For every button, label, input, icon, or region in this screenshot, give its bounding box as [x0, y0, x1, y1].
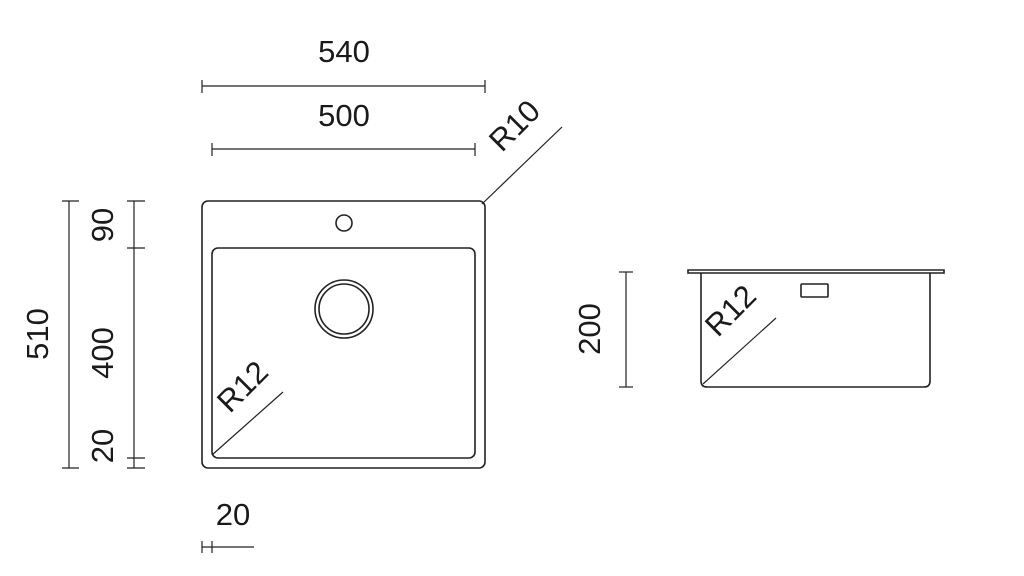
drain-outer: [314, 279, 374, 339]
dimension-height-segments: 90 400 20: [85, 200, 145, 469]
label-radius-side-view: R12: [698, 278, 763, 343]
dimension-width-500: 500: [211, 98, 476, 156]
label-radius-inner-top-view: R12: [210, 354, 275, 419]
label-segment-bottom: 20: [85, 429, 120, 463]
drain-inner: [318, 283, 370, 335]
label-depth: 200: [572, 303, 607, 355]
r12-leader-top-view: [211, 391, 284, 456]
sink-outer-outline: [201, 200, 486, 469]
dimension-radius-r10: R10: [481, 93, 563, 205]
side-rim: [687, 269, 945, 274]
side-view: R12: [687, 269, 945, 388]
bowl-outline: [211, 247, 476, 459]
label-radius-outer: R10: [482, 93, 547, 158]
label-width-outer: 540: [318, 34, 370, 69]
label-segment-bowl: 400: [85, 327, 120, 379]
top-view: [201, 200, 486, 469]
label-segment-top: 90: [85, 208, 120, 242]
dimension-height-510: 510: [20, 200, 79, 469]
r12-leader-side-view: [702, 317, 777, 385]
dimension-width-540: 540: [201, 34, 486, 93]
dimension-rim-20: 20: [201, 497, 254, 553]
dimension-depth-200: 200: [572, 271, 633, 388]
overflow-slot: [800, 283, 829, 298]
side-bowl-outline: [700, 273, 931, 388]
label-width-inner: 500: [318, 98, 370, 133]
tap-hole: [335, 214, 353, 232]
label-height-total: 510: [20, 308, 55, 360]
label-rim-width: 20: [216, 497, 250, 532]
